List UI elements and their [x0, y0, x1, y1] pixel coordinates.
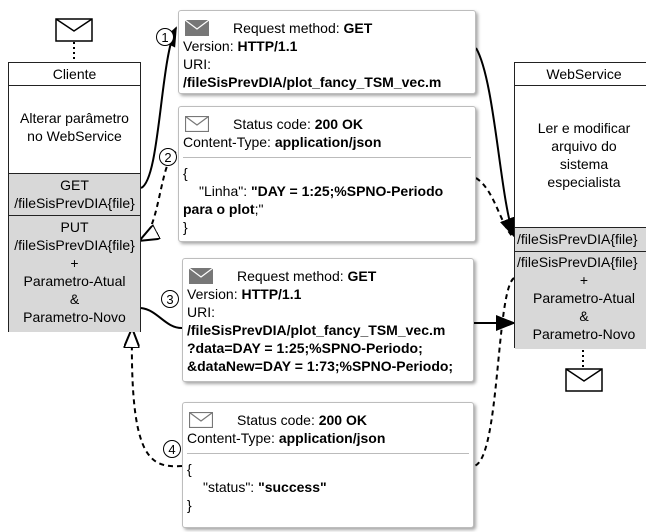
message-1-uri-label: URI: — [183, 56, 211, 72]
message-4-status: 200 OK — [318, 412, 367, 428]
webservice-node: WebService Ler e modificar arquivo do si… — [514, 62, 646, 349]
message-1-method-label: Request method: — [233, 20, 344, 36]
webservice-description: Ler e modificar arquivo do sistema espec… — [537, 120, 631, 190]
client-node: Cliente Alterar parâmetro no WebService … — [8, 62, 141, 332]
step-badge-3: 3 — [161, 290, 179, 308]
message-get-request-1: Request method: GET Version: HTTP/1.1 UR… — [178, 10, 476, 94]
message-4-content-type: application/json — [278, 430, 386, 446]
step-badge-2: 2 — [159, 148, 177, 166]
message-response-4: Status code: 200 OK Content-Type: applic… — [182, 402, 474, 528]
message-1-uri: /fileSisPrevDIA/plot_fancy_TSM_vec.m — [183, 74, 442, 90]
message-3-query-datanew: &dataNew=DAY = 1:73;%SPNO-Periodo; — [187, 358, 454, 374]
webservice-title: WebService — [515, 63, 646, 86]
edge-response-4b — [132, 330, 183, 468]
message-1-version: HTTP/1.1 — [237, 38, 298, 54]
message-4-divider — [187, 453, 469, 454]
message-4-body-value: "success" — [258, 479, 327, 495]
edge-get-request-1b — [475, 47, 515, 238]
message-3-query-data: ?data=DAY = 1:25;%SPNO-Periodo; — [187, 340, 423, 356]
message-2-content-type: application/json — [274, 134, 382, 150]
message-3-uri: /fileSisPrevDIA/plot_fancy_TSM_vec.m — [187, 322, 446, 338]
edge-response-4 — [473, 277, 515, 467]
message-2-status: 200 OK — [314, 116, 363, 132]
message-1-method: GET — [343, 20, 373, 36]
message-3-method: GET — [347, 268, 377, 284]
request-envelope-icon — [185, 20, 209, 36]
client-description: Alterar parâmetro no WebService — [20, 110, 129, 144]
message-put-request-3: Request method: GET Version: HTTP/1.1 UR… — [182, 258, 474, 382]
message-3-version: HTTP/1.1 — [241, 286, 302, 302]
response-envelope-icon — [185, 116, 209, 132]
step-badge-4: 4 — [163, 440, 181, 458]
edge-response-2b — [141, 151, 177, 240]
webservice-port-get[interactable]: /fileSisPrevDIA{file} — [515, 227, 646, 251]
webservice-envelope-icon — [565, 368, 603, 392]
client-envelope-icon — [55, 18, 93, 42]
request-envelope-icon — [189, 268, 213, 284]
message-2-divider — [183, 157, 471, 158]
client-title: Cliente — [9, 63, 140, 86]
client-port-put[interactable]: PUT /fileSisPrevDIA{file} + Parametro-At… — [9, 215, 140, 332]
response-envelope-icon — [189, 412, 213, 428]
client-port-get[interactable]: GET /fileSisPrevDIA{file} — [9, 173, 140, 215]
webservice-port-put[interactable]: /fileSisPrevDIA{file} + Parametro-Atual … — [515, 251, 646, 349]
edge-put-request-3 — [140, 307, 183, 329]
edge-response-2 — [475, 177, 515, 239]
step-badge-1: 1 — [156, 28, 174, 46]
message-response-2: Status code: 200 OK Content-Type: applic… — [178, 106, 476, 242]
message-2-body-value: "DAY = 1:25;%SPNO-Periodo — [250, 183, 444, 199]
